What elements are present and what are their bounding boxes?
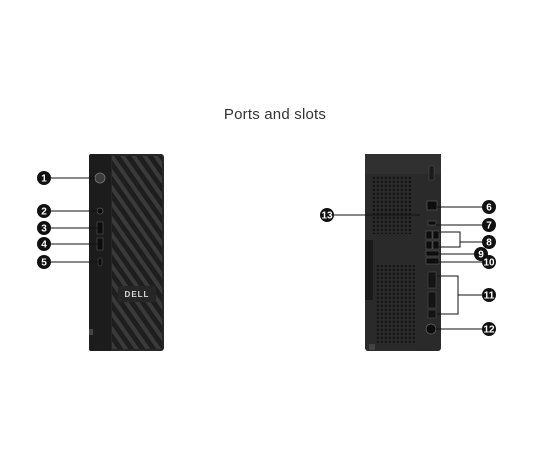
rear-port-9-icon xyxy=(425,250,440,257)
rear-vent-lower xyxy=(376,265,416,345)
rear-view: 13 6 7 8 9 10 11 12 xyxy=(320,154,496,351)
callout-line-8 xyxy=(439,231,482,248)
svg-text:11: 11 xyxy=(484,291,495,302)
rear-top-cap xyxy=(365,154,441,174)
svg-text:9: 9 xyxy=(478,250,484,261)
page-title: Ports and slots xyxy=(223,106,327,123)
callout-badge-2: 2 xyxy=(37,204,51,218)
rear-latch xyxy=(428,165,435,181)
svg-text:5: 5 xyxy=(41,258,47,269)
usb-port-icon xyxy=(96,221,104,235)
rear-usb-port-icon xyxy=(425,240,433,250)
rear-vent-upper xyxy=(372,176,412,234)
svg-text:3: 3 xyxy=(41,224,47,235)
expansion-slot-icon xyxy=(427,309,437,319)
callout-badge-4: 4 xyxy=(37,237,51,251)
callout-badge-13: 13 xyxy=(320,208,334,222)
rear-port-7-icon xyxy=(427,220,437,226)
audio-jack-icon xyxy=(96,207,104,215)
usb-c-port-icon xyxy=(97,257,103,267)
expansion-slot-icon xyxy=(427,291,437,309)
rear-usb-port-icon xyxy=(432,240,440,250)
svg-text:4: 4 xyxy=(41,240,47,251)
callout-badge-12: 12 xyxy=(482,322,496,336)
callout-badge-11: 11 xyxy=(482,288,496,302)
callout-badge-6: 6 xyxy=(482,200,496,214)
callout-badge-5: 5 xyxy=(37,255,51,269)
callout-badge-7: 7 xyxy=(482,218,496,232)
svg-text:6: 6 xyxy=(486,203,492,214)
svg-text:8: 8 xyxy=(486,238,492,249)
svg-text:12: 12 xyxy=(483,325,495,336)
svg-text:7: 7 xyxy=(486,221,492,232)
callout-badge-3: 3 xyxy=(37,221,51,235)
front-side-panel xyxy=(89,154,111,351)
power-button-icon xyxy=(94,172,106,184)
rear-port-10-icon xyxy=(425,257,440,265)
callout-badge-10: 10 xyxy=(482,255,496,269)
front-foot xyxy=(89,329,93,335)
front-grille xyxy=(112,156,162,349)
expansion-slot-icon xyxy=(427,271,437,289)
front-view: DELL 1 2 3 4 5 xyxy=(37,154,164,351)
svg-text:13: 13 xyxy=(321,211,333,222)
usb-port-icon xyxy=(96,237,104,251)
svg-text:1: 1 xyxy=(41,174,47,185)
dell-logo: DELL xyxy=(125,290,150,299)
rear-foot xyxy=(369,344,375,350)
rear-usb-port-icon xyxy=(425,230,433,240)
svg-text:10: 10 xyxy=(483,258,495,269)
ethernet-port-icon xyxy=(426,200,438,211)
callout-line-11 xyxy=(437,275,482,315)
callout-badge-8: 8 xyxy=(482,235,496,249)
svg-text:2: 2 xyxy=(41,207,47,218)
front-logo-plate xyxy=(118,286,156,302)
rear-usb-port-icon xyxy=(432,230,440,240)
power-connector-icon xyxy=(425,323,437,335)
rear-side-strip xyxy=(365,240,373,300)
callout-badge-1: 1 xyxy=(37,171,51,185)
